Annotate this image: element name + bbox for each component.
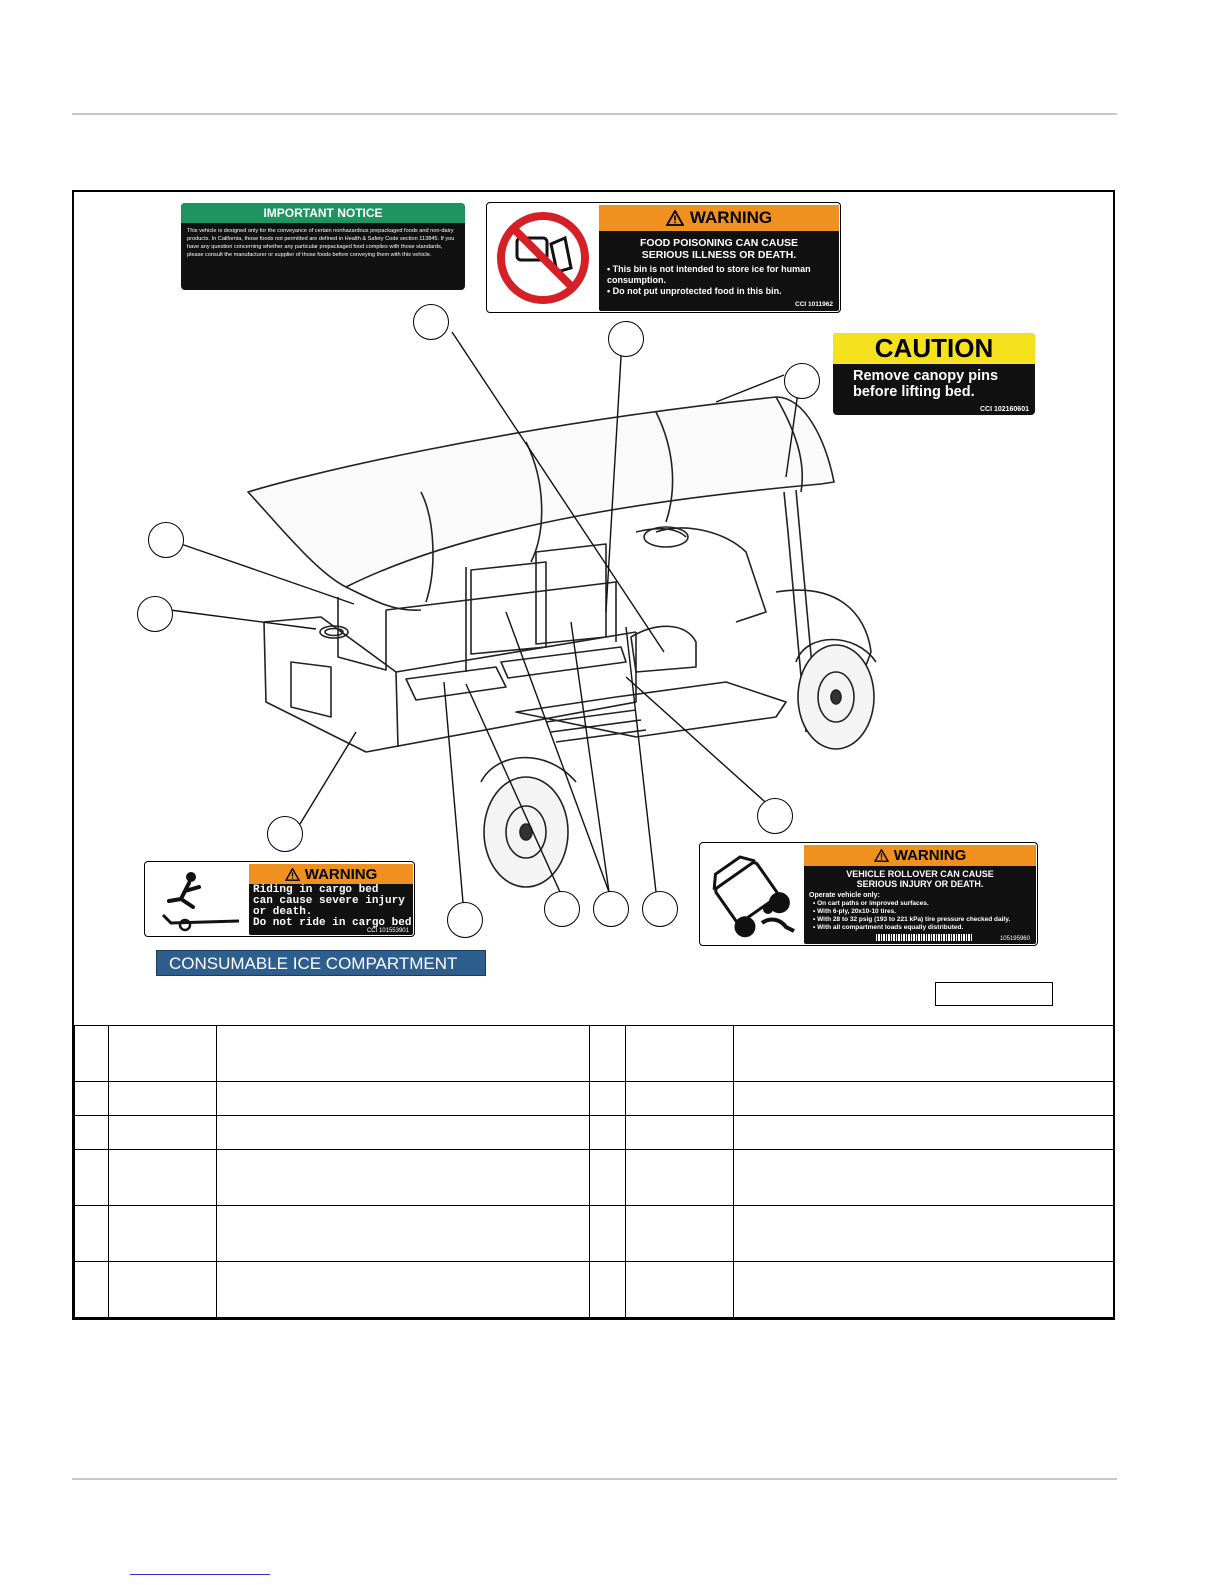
cargo-warning-title: WARNING [304,865,378,883]
vehicle-rollover-warning-decal: WARNING VEHICLE ROLLOVER CAN CAUSE SERIO… [699,842,1038,946]
cargo-warning-line-2: can cause severe injury [253,895,405,907]
barcode [876,934,972,941]
callout-circle [447,902,483,938]
rollover-warning-bullet-2: • With 6-ply, 20x10-10 tires. [813,908,897,915]
vehicle-decal-figure: IMPORTANT NOTICE This vehicle is designe… [76,192,1115,1025]
callout-circle [642,891,678,927]
rollover-warning-title: WARNING [893,847,967,864]
cargo-warning-line-1: Riding in cargo bed [253,884,379,896]
rollover-warning-code: 105195960 [999,936,1030,942]
footer-rule [72,1478,1117,1480]
important-notice-title: IMPORTANT NOTICE [181,203,465,223]
person-falling-icon [161,872,240,932]
legend-header-row [74,1025,1114,1082]
legend-row [74,1115,1114,1150]
caution-code: CCI 102160601 [979,406,1029,413]
caution-title: CAUTION [833,333,1035,364]
food-warning-code: CCI 1011962 [795,301,833,308]
legend-row [74,1149,1114,1206]
callout-circle [757,798,793,834]
callout-circle [137,596,173,632]
callout-circle [148,522,184,558]
legend-row [74,1205,1114,1262]
callout-circle [267,816,303,852]
food-warning-bullet-2: • Do not put unprotected food in this bi… [607,286,782,296]
cargo-bed-warning-decal: WARNING Riding in cargo bed can cause se… [144,861,415,937]
cargo-warning-line-3: or death. [253,906,313,918]
food-warning-headline: FOOD POISONING CAN CAUSE SERIOUS ILLNESS… [639,237,799,261]
decal-legend-table [74,1025,1114,1318]
rollover-warning-bullet-3: • With 28 to 32 psig (193 to 221 kPa) ti… [813,916,1011,923]
callout-circle [608,321,644,357]
rollover-warning-intro: Operate vehicle only: [809,892,880,899]
important-notice-decal: IMPORTANT NOTICE This vehicle is designe… [181,203,465,290]
footer-link-underline[interactable] [130,1574,270,1575]
no-food-prohibition-icon [497,212,589,304]
caution-line-2: before lifting bed. [853,384,975,400]
food-poisoning-warning-decal: WARNING FOOD POISONING CAN CAUSE SERIOUS… [486,202,841,313]
figure-id-box [935,982,1053,1006]
callout-circle [784,363,820,399]
important-notice-body: This vehicle is designed only for the co… [187,228,455,258]
caution-line-1: Remove canopy pins [853,368,999,384]
rollover-warning-bullet-1: • On cart paths or improved surfaces. [813,900,929,907]
cargo-warning-code: CCI 101553901 [366,928,409,934]
rollover-warning-headline-2: SERIOUS INJURY OR DEATH. [856,879,984,889]
warning-triangle-icon [284,867,300,881]
callout-circle [413,304,449,340]
warning-triangle-icon [873,849,889,862]
figure-frame: IMPORTANT NOTICE This vehicle is designe… [72,190,1115,1320]
callout-circle [544,891,580,927]
food-warning-title: WARNING [689,208,773,227]
consumable-ice-compartment-decal: CONSUMABLE ICE COMPARTMENT [156,950,486,976]
legend-row [74,1081,1114,1116]
callout-circle [593,891,629,927]
warning-triangle-icon [665,210,684,226]
canopy-caution-decal: CAUTION Remove canopy pins before liftin… [833,333,1035,415]
rollover-warning-bullet-4: • With all compartment loads equally dis… [813,924,964,931]
header-rule [72,113,1117,115]
rollover-warning-headline-1: VEHICLE ROLLOVER CAN CAUSE [846,869,994,879]
cargo-warning-line-4: Do not ride in cargo bed. [253,917,415,929]
vehicle-rollover-icon [712,855,795,938]
legend-row [74,1261,1114,1318]
food-warning-bullet-1: • This bin is not intended to store ice … [607,264,811,285]
